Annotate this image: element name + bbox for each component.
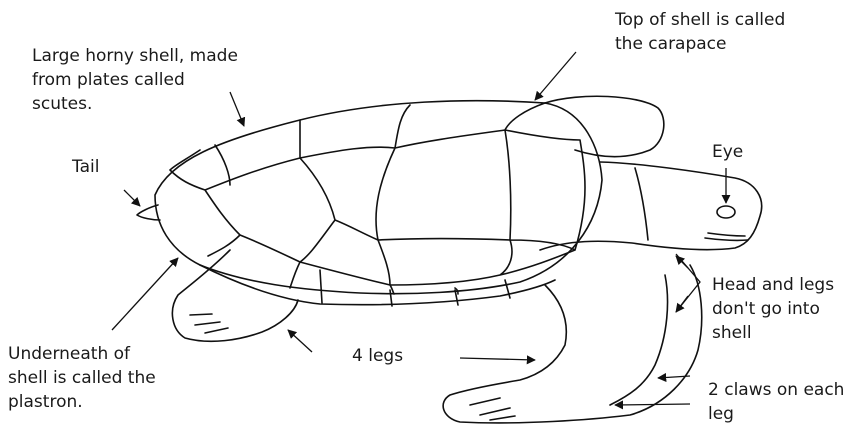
- neck-line: [635, 168, 648, 240]
- mouth-line: [705, 238, 748, 240]
- arrow-claw-2: [615, 404, 690, 405]
- label-legs: 4 legs: [352, 344, 403, 368]
- arrow-carapace: [535, 52, 576, 100]
- front-flipper-inner: [610, 275, 668, 405]
- label-head-legs: Head and legs don't go into shell: [712, 273, 834, 345]
- front-flipper-claws: [470, 398, 515, 420]
- arrow-rear-flipper: [288, 330, 312, 352]
- arrow-front-leg: [676, 296, 688, 312]
- label-scutes: Large horny shell, made from plates call…: [32, 44, 238, 116]
- rear-flipper-top: [545, 96, 664, 157]
- rear-flipper-claws: [190, 314, 228, 333]
- scute-lines: [170, 103, 585, 294]
- arrow-plastron: [112, 258, 178, 330]
- eye-shape: [717, 206, 735, 218]
- label-carapace: Top of shell is called the carapace: [615, 8, 785, 56]
- bracket-head-legs: [676, 254, 700, 312]
- arrow-tail: [124, 190, 140, 206]
- mouth-line-2: [708, 233, 745, 236]
- label-tail: Tail: [72, 155, 99, 179]
- label-plastron: Underneath of shell is called the plastr…: [8, 342, 156, 414]
- label-claws: 2 claws on each leg: [708, 378, 844, 426]
- label-eye: Eye: [712, 140, 743, 164]
- arrow-legs: [460, 358, 535, 360]
- arrow-head: [676, 256, 688, 268]
